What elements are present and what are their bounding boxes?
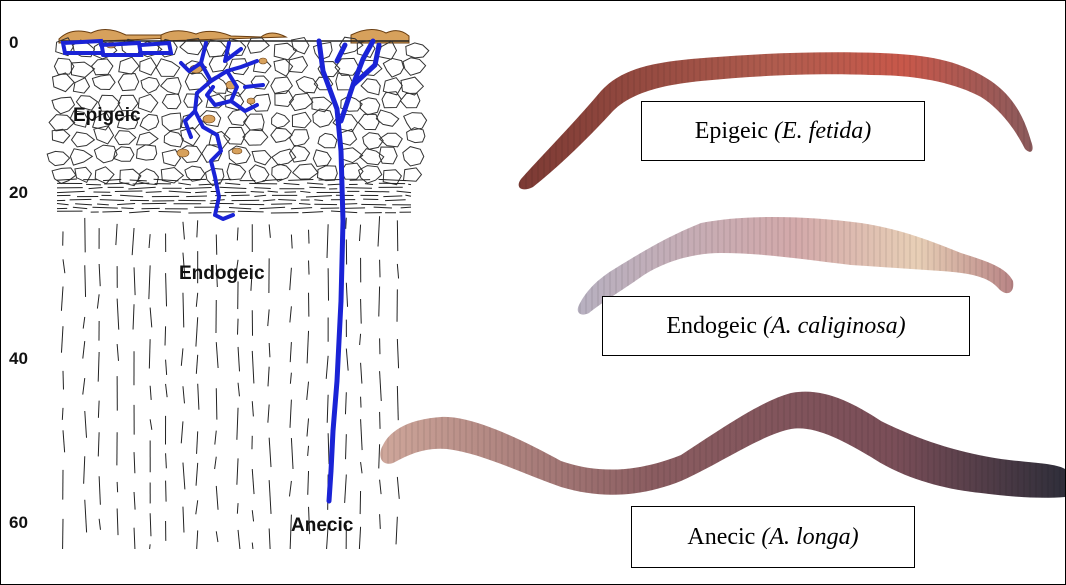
caption-anecic-species: (A. longa) [761,524,858,551]
caption-anecic-category: Anecic [687,524,755,551]
caption-epigeic: Epigeic (E. fetida) [641,101,925,161]
caption-endogeic: Endogeic (A. caliginosa) [602,296,970,356]
caption-endogeic-species: (A. caliginosa) [763,313,906,340]
worm-anecic [380,392,1065,498]
caption-epigeic-category: Epigeic [695,118,768,145]
caption-epigeic-species: (E. fetida) [774,118,871,145]
caption-endogeic-category: Endogeic [666,313,757,340]
caption-anecic: Anecic (A. longa) [631,506,915,568]
